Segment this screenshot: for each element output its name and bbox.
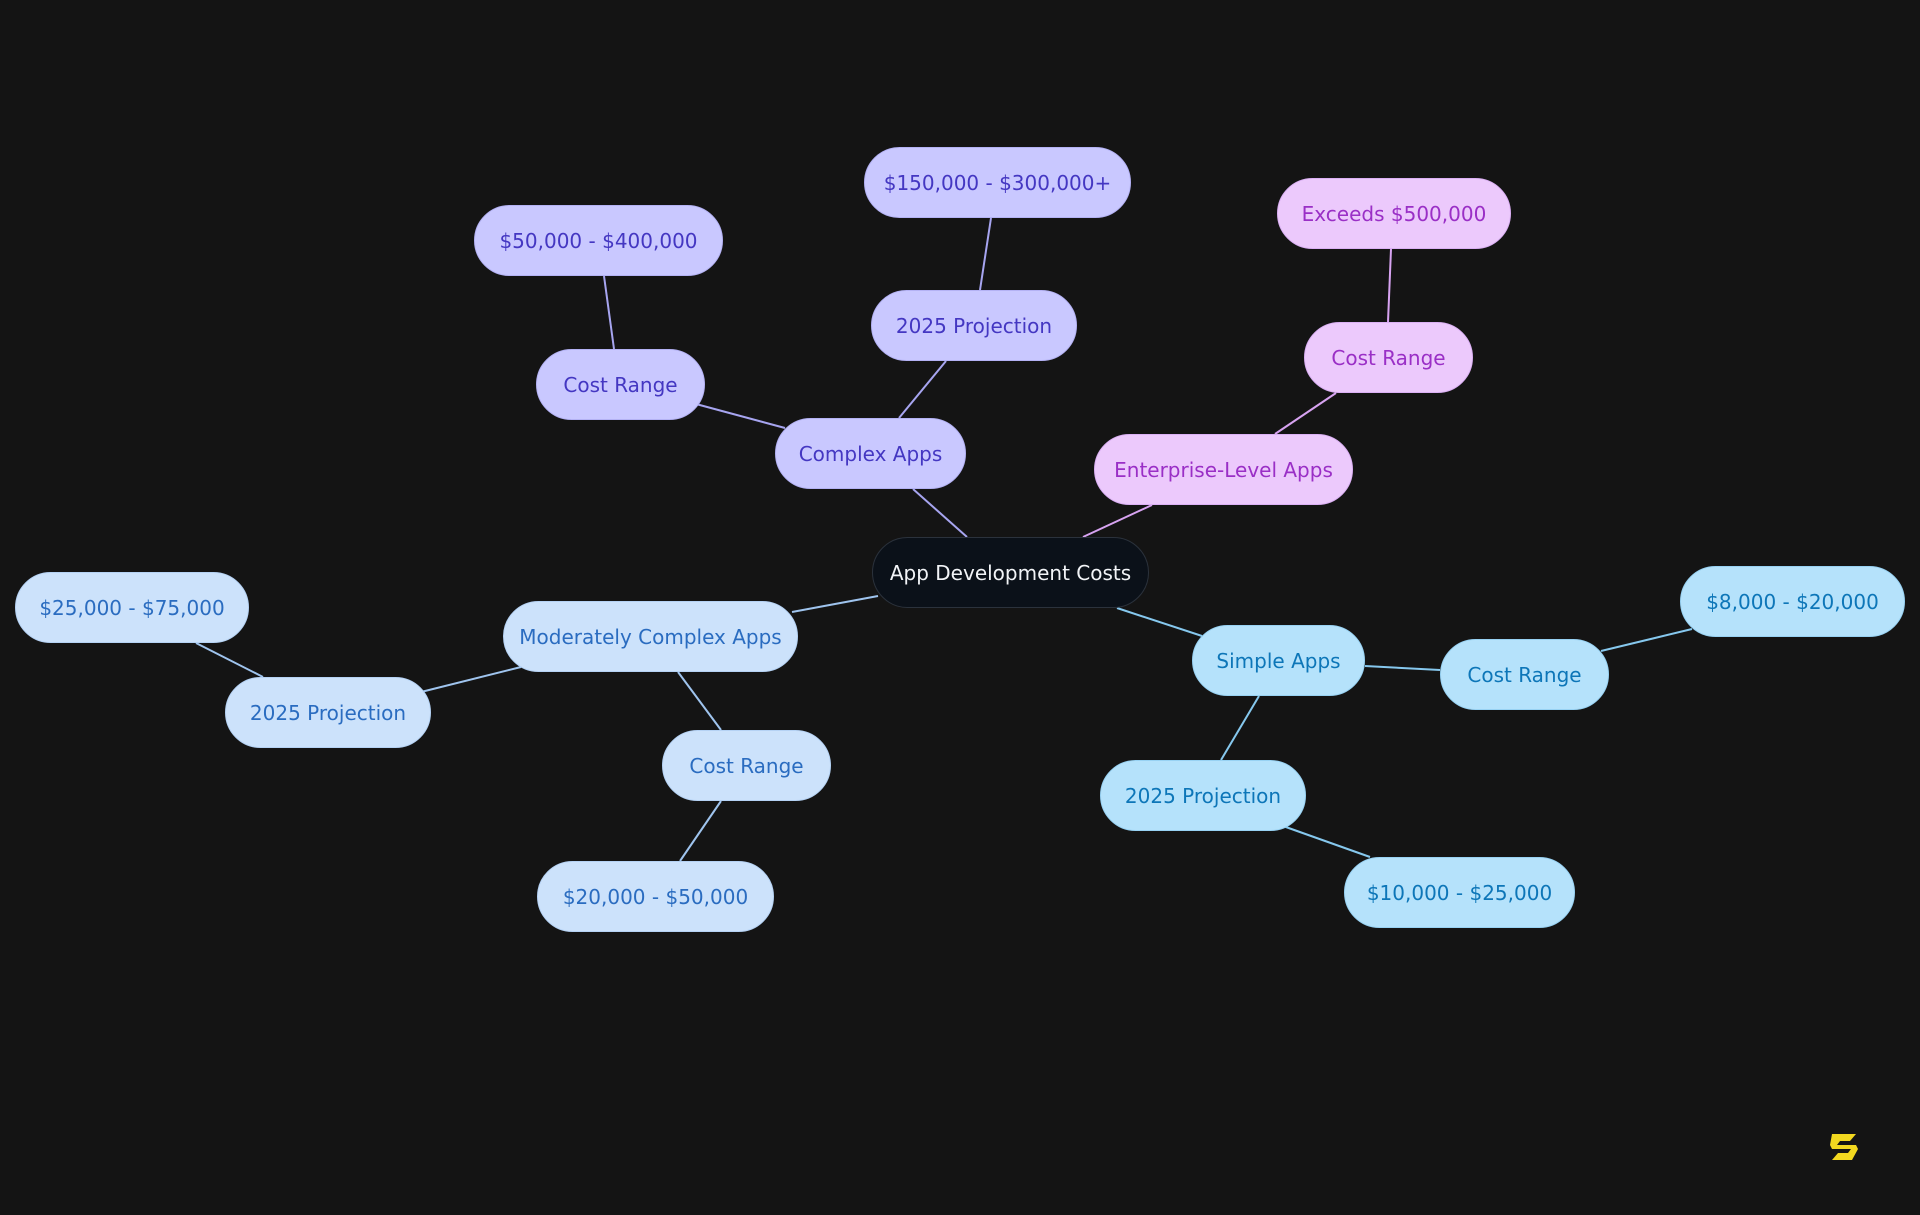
simple-projection-value: $10,000 - $25,000: [1344, 857, 1575, 928]
edge-root-simple: [1116, 607, 1203, 637]
edge-enterprise-costrange: [1274, 392, 1337, 435]
edge-costrange-exceeds: [1387, 248, 1392, 323]
edge-complex-costrange: [695, 403, 786, 429]
enterprise-cost-range-value: Exceeds $500,000: [1277, 178, 1511, 249]
moderate-cost-range-value: $20,000 - $50,000: [537, 861, 774, 932]
complex-projection-node: 2025 Projection: [871, 290, 1077, 361]
simple-projection-node: 2025 Projection: [1100, 760, 1306, 831]
simple-cost-range-node: Cost Range: [1440, 639, 1609, 710]
edge-moderate-costrange: [677, 671, 722, 731]
branch-complex-apps: Complex Apps: [775, 418, 966, 489]
complex-cost-range-node: Cost Range: [536, 349, 705, 420]
edge-costrange-value: [1600, 628, 1693, 652]
edge-moderate-projection: [420, 666, 522, 693]
moderate-projection-value: $25,000 - $75,000: [15, 572, 249, 643]
branch-simple-apps: Simple Apps: [1192, 625, 1365, 696]
edge-root-enterprise: [1082, 504, 1153, 538]
s-logo-icon: [1830, 1134, 1858, 1160]
edge-root-complex: [912, 488, 968, 538]
complex-cost-range-value: $50,000 - $400,000: [474, 205, 723, 276]
moderate-projection-node: 2025 Projection: [225, 677, 431, 748]
edge-projection-value: [979, 217, 992, 291]
edge-simple-projection: [1220, 695, 1260, 761]
simple-cost-range-value: $8,000 - $20,000: [1680, 566, 1905, 637]
edge-costrange-value: [603, 275, 615, 350]
branch-enterprise-apps: Enterprise-Level Apps: [1094, 434, 1353, 505]
root-node: App Development Costs: [872, 537, 1149, 608]
edge-complex-projection: [898, 360, 947, 419]
edge-root-moderate: [791, 595, 879, 613]
edge-projection-value: [1282, 825, 1371, 858]
moderate-cost-range-node: Cost Range: [662, 730, 831, 801]
edge-projection-value: [195, 642, 264, 678]
branch-moderately-complex-apps: Moderately Complex Apps: [503, 601, 798, 672]
edge-simple-costrange: [1364, 665, 1441, 671]
enterprise-cost-range-node: Cost Range: [1304, 322, 1473, 393]
edge-costrange-value: [679, 800, 722, 862]
complex-projection-value: $150,000 - $300,000+: [864, 147, 1131, 218]
